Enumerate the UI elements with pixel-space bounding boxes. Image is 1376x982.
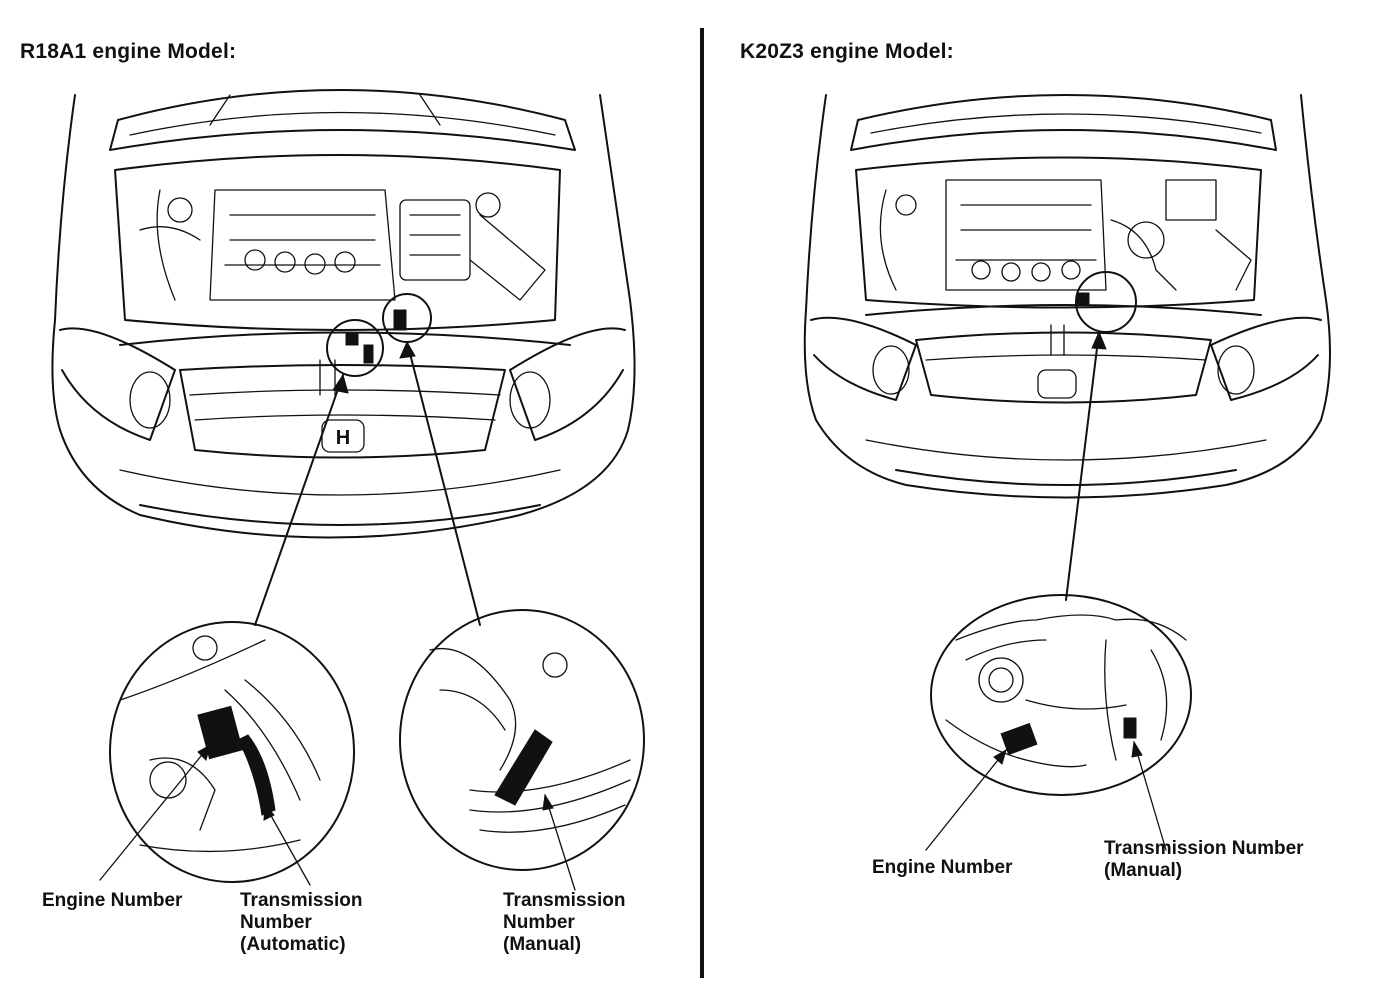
r18a1-illustration: H (51, 89, 645, 891)
car-front-engine-bay-icon (803, 94, 1331, 499)
r18a1-transmission-automatic-label: Transmission Number (Automatic) (240, 890, 363, 955)
svg-text:H: H (336, 427, 350, 449)
r18a1-transmission-manual-label: Transmission Number (Manual) (503, 890, 626, 955)
r18a1-arrows (254, 340, 481, 626)
r18a1-panel: R18A1 engine Model: (20, 40, 645, 955)
k20z3-transmission-manual-label: Transmission Number (Manual) (1104, 838, 1304, 881)
magnified-detail-circle-icon (925, 594, 1192, 851)
r18a1-engine-number-label: Engine Number (42, 890, 183, 911)
r18a1-title: R18A1 engine Model: (20, 40, 237, 63)
k20z3-arrows (1065, 330, 1107, 601)
magnified-detail-circle-icon (99, 621, 355, 886)
car-front-engine-bay-icon: H (51, 89, 636, 539)
k20z3-title: K20Z3 engine Model: (740, 40, 954, 63)
panel-divider (700, 28, 704, 978)
magnified-detail-circle-icon (399, 609, 645, 891)
k20z3-illustration (803, 94, 1331, 851)
k20z3-panel: K20Z3 engine Model: (706, 0, 1376, 982)
k20z3-engine-number-label: Engine Number (872, 857, 1013, 878)
